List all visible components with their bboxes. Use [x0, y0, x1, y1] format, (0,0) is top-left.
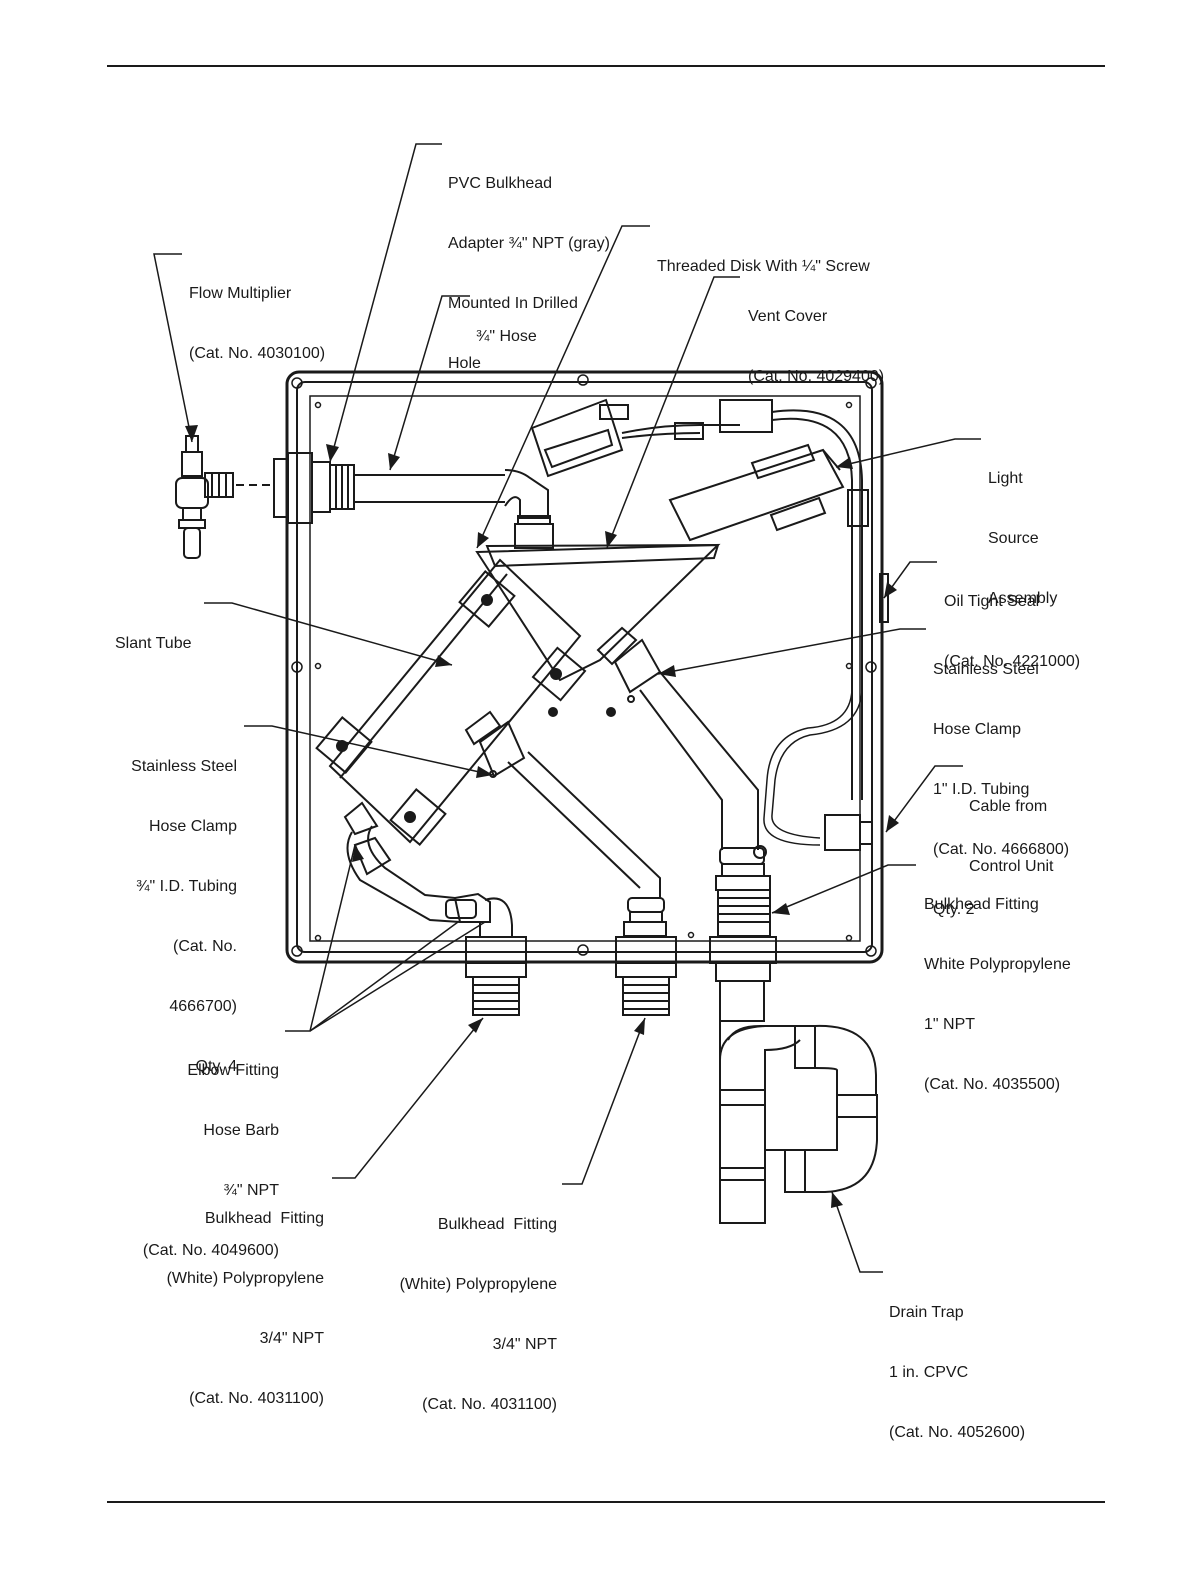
- label-line: Stainless Steel: [131, 758, 237, 775]
- vent-cover-label: Vent Cover (Cat. No. 4029400): [748, 267, 884, 407]
- threaded-disk-label: Threaded Disk With ¼" Screw: [657, 217, 870, 297]
- drain-trap-part: [719, 980, 878, 1224]
- label-line: (White) Polypropylene: [166, 1270, 324, 1287]
- cable-label: Cable from Control Unit: [969, 757, 1053, 897]
- label-line: White Polypropylene: [924, 956, 1071, 973]
- label-line: Hose Clamp: [148, 818, 237, 835]
- hose-label: ¾" Hose: [476, 287, 537, 367]
- label-line: Bulkhead Fitting: [204, 1210, 324, 1227]
- pvc-bulkhead-label: PVC Bulkhead Adapter ¾" NPT (gray) Mount…: [448, 134, 610, 394]
- slant-tube-part: [315, 543, 721, 876]
- label-line: Hole: [448, 355, 481, 372]
- bulkhead-34-mid-label: Bulkhead Fitting (White) Polypropylene 3…: [366, 1175, 557, 1435]
- label-line: Flow Multiplier: [189, 285, 292, 302]
- label-line: Elbow Fitting: [187, 1062, 279, 1079]
- bulkhead-1in-label: Bulkhead Fitting White Polypropylene 1" …: [924, 855, 1071, 1115]
- label-line: 1 in. CPVC: [889, 1364, 969, 1381]
- label-line: Bulkhead Fitting: [924, 896, 1039, 913]
- label-line: 3/4" NPT: [492, 1336, 557, 1353]
- label-line: Source: [988, 530, 1039, 547]
- label-line: (Cat. No. 4049600): [142, 1242, 279, 1259]
- vent-cover-part: [530, 398, 740, 478]
- light-source-label: Light Source Assembly: [988, 429, 1057, 629]
- label-line: (Cat. No. 4666800): [933, 841, 1070, 858]
- label-line: Oil Tight Seal: [944, 593, 1040, 610]
- label-line: (Cat. No. 4031100): [189, 1390, 324, 1407]
- label-line: PVC Bulkhead: [448, 175, 553, 192]
- footer-rule: [107, 1501, 1105, 1503]
- label-line: Bulkhead Fitting: [437, 1216, 557, 1233]
- label-line: Hose Clamp: [933, 721, 1022, 738]
- label-line: 4666700): [169, 998, 237, 1015]
- oil-tight-seal-label: Oil Tight Seal (Cat. No. 4221000): [944, 552, 1080, 692]
- light-source-assembly-part: [668, 443, 845, 542]
- label-line: ¾" NPT: [223, 1182, 279, 1199]
- label-line: (Cat. No. 4052600): [889, 1424, 1026, 1441]
- arrowheads: [185, 425, 899, 1208]
- cable-part: [674, 399, 873, 851]
- label-line: Hose Barb: [203, 1122, 279, 1139]
- label-line: Threaded Disk With ¼" Screw: [657, 258, 870, 275]
- elbow-fitting-label: Elbow Fitting Hose Barb ¾" NPT (Cat. No.…: [108, 1021, 279, 1281]
- oil-tight-seal-part: [879, 573, 889, 623]
- bottom-bulkheads-part: [465, 936, 777, 1016]
- label-line: Vent Cover: [748, 308, 828, 325]
- label-line: Adapter ¾" NPT (gray): [448, 235, 610, 252]
- enclosure-panel: [309, 395, 861, 942]
- enclosure-outer: [285, 370, 884, 964]
- flow-multiplier-part: [175, 435, 272, 559]
- label-line: (Cat. No. 4029400): [748, 368, 885, 385]
- bulkhead-34-left-label: Bulkhead Fitting (White) Polypropylene 3…: [134, 1169, 324, 1429]
- flow-multiplier-label: Flow Multiplier (Cat. No. 4030100): [189, 244, 325, 384]
- label-line: Mounted In Drilled: [448, 295, 578, 312]
- label-line: ¾" Hose: [476, 328, 537, 345]
- label-line: Qty. 4: [195, 1058, 238, 1075]
- label-line: 1" I.D. Tubing: [933, 781, 1030, 798]
- label-line: (Cat. No. 4030100): [189, 345, 326, 362]
- pvc-bulkhead-adapter-part: [273, 452, 355, 524]
- label-line: Light: [988, 470, 1023, 487]
- label-line: 1" NPT: [924, 1016, 976, 1033]
- internal-hoses-part: [346, 671, 771, 938]
- label-line: (Cat. No. 4035500): [924, 1076, 1061, 1093]
- enclosure-inner: [296, 381, 873, 953]
- label-line: 3/4" NPT: [259, 1330, 324, 1347]
- label-line: Control Unit: [969, 858, 1054, 875]
- label-line: Drain Trap: [889, 1304, 964, 1321]
- ss-clamp-34-label: Stainless Steel Hose Clamp ¾" I.D. Tubin…: [100, 717, 237, 1097]
- drain-trap-label: Drain Trap 1 in. CPVC (Cat. No. 4052600): [889, 1263, 1025, 1463]
- label-line: Slant Tube: [115, 635, 192, 652]
- label-line: (Cat. No.: [172, 938, 237, 955]
- inlet-hose-part: [354, 469, 554, 549]
- label-line: Assembly: [988, 590, 1058, 607]
- label-line: (Cat. No. 4031100): [422, 1396, 557, 1413]
- label-line: Cable from: [969, 798, 1048, 815]
- header-rule: [107, 65, 1105, 67]
- label-line: Qty. 2: [933, 901, 975, 918]
- label-line: (White) Polypropylene: [399, 1276, 557, 1293]
- mounting-screws: [291, 374, 877, 957]
- leader-lines: [153, 143, 981, 1273]
- label-line: Stainless Steel: [933, 661, 1039, 678]
- slant-tube-label: Slant Tube: [115, 594, 192, 674]
- ss-clamp-1in-label: Stainless Steel Hose Clamp 1" I.D. Tubin…: [933, 620, 1069, 940]
- label-line: (Cat. No. 4221000): [944, 653, 1081, 670]
- label-line: ¾" I.D. Tubing: [136, 878, 237, 895]
